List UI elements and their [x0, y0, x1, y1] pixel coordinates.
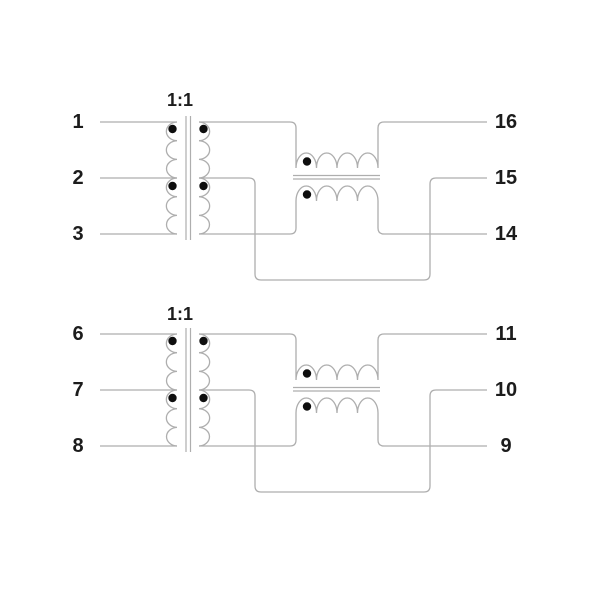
left-pin-label: 2 — [72, 167, 83, 189]
left-pin-label: 8 — [72, 435, 83, 457]
right-pin-label: 11 — [495, 323, 516, 345]
left-pin-label: 1 — [72, 111, 83, 133]
transformer-unit-2-drawing — [99, 327, 488, 493]
ratio-label: 1:1 — [167, 304, 193, 324]
right-pin-label: 15 — [495, 167, 517, 189]
right-pin-label: 9 — [500, 435, 511, 457]
right-pin-label: 10 — [495, 379, 517, 401]
right-pin-label: 14 — [495, 223, 518, 245]
right-pin-label: 16 — [495, 111, 517, 133]
left-pin-label: 7 — [72, 379, 83, 401]
ratio-label: 1:1 — [167, 90, 193, 110]
transformer-unit-1-drawing — [99, 115, 488, 281]
left-pin-label: 3 — [72, 223, 83, 245]
left-pin-label: 6 — [72, 323, 83, 345]
